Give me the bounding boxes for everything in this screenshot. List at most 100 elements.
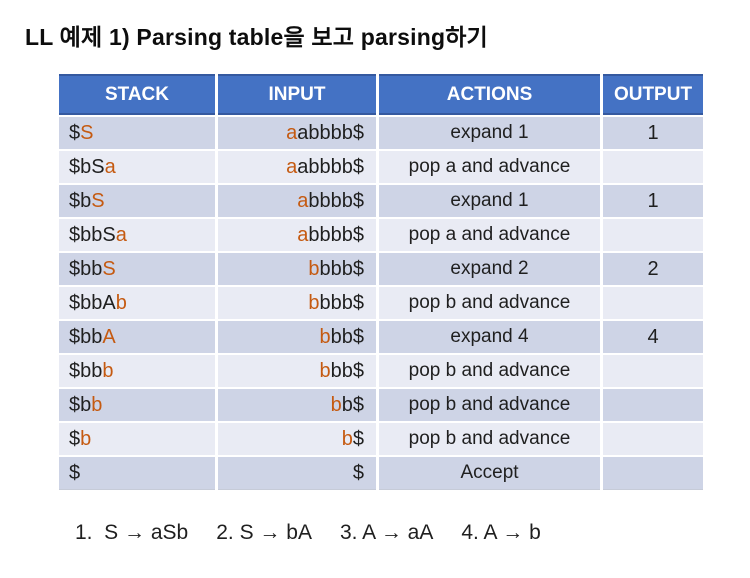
stack-cell: $bSa <box>59 151 215 183</box>
input-cell: bbbb$ <box>218 253 376 285</box>
input-remaining: b$ <box>341 393 364 416</box>
column-header-actions: ACTIONS <box>379 74 600 115</box>
stack-cell: $bbSa <box>59 219 215 251</box>
stack-symbols: $bbA <box>69 291 116 314</box>
action-cell: pop a and advance <box>379 219 600 251</box>
action-cell: pop b and advance <box>379 355 600 387</box>
stack-top-symbol: A <box>102 325 116 348</box>
table-row: $bbSa abbbb$ pop a and advance <box>59 219 703 251</box>
table-row: $bSa aabbbb$ pop a and advance <box>59 151 703 183</box>
column-header-input: INPUT <box>218 74 376 115</box>
table-row: $b b$ pop b and advance <box>59 423 703 455</box>
input-current-symbol: a <box>297 189 309 212</box>
grammar-rule-4: 4. A → b <box>461 521 541 544</box>
stack-symbols: $b <box>69 393 92 416</box>
stack-cell: $bbAb <box>59 287 215 319</box>
input-current-symbol: a <box>286 121 298 144</box>
input-cell: aabbbb$ <box>218 151 376 183</box>
input-cell: bbbb$ <box>218 287 376 319</box>
stack-top-symbol: a <box>104 155 116 178</box>
stack-cell: $b <box>59 423 215 455</box>
stack-cell: $ <box>59 457 215 490</box>
stack-symbols: $bb <box>69 359 103 382</box>
input-remaining: abbbb$ <box>297 121 364 144</box>
input-cell: b$ <box>218 423 376 455</box>
output-cell <box>603 389 703 421</box>
stack-symbols: $ <box>69 461 81 484</box>
action-cell: expand 1 <box>379 185 600 217</box>
column-header-output: OUTPUT <box>603 74 703 115</box>
stack-cell: $bbb <box>59 355 215 387</box>
action-cell: pop a and advance <box>379 151 600 183</box>
table-row: $bbAb bbbb$ pop b and advance <box>59 287 703 319</box>
grammar-rule-2: 2. S → bA <box>216 521 312 544</box>
stack-top-symbol: S <box>80 121 94 144</box>
input-remaining: bb$ <box>330 359 364 382</box>
stack-top-symbol: b <box>102 359 114 382</box>
stack-top-symbol: S <box>91 189 105 212</box>
stack-cell: $bbA <box>59 321 215 353</box>
stack-cell: $bbS <box>59 253 215 285</box>
output-cell <box>603 423 703 455</box>
output-cell: 1 <box>603 185 703 217</box>
table-row: $ $ Accept <box>59 457 703 490</box>
action-cell: Accept <box>379 457 600 490</box>
input-current-symbol: b <box>319 325 331 348</box>
input-current-symbol: a <box>297 223 309 246</box>
input-remaining: $ <box>352 461 364 484</box>
input-current-symbol: b <box>308 257 320 280</box>
output-cell: 4 <box>603 321 703 353</box>
stack-cell: $bS <box>59 185 215 217</box>
output-cell <box>603 457 703 490</box>
input-remaining: bbb$ <box>319 291 365 314</box>
input-cell: bb$ <box>218 389 376 421</box>
stack-top-symbol: S <box>102 257 116 280</box>
input-remaining: bbbb$ <box>308 189 364 212</box>
table-row: $bbS bbbb$ expand 2 2 <box>59 253 703 285</box>
stack-cell: $S <box>59 117 215 149</box>
output-cell <box>603 287 703 319</box>
table-row: $bbA bbb$ expand 4 4 <box>59 321 703 353</box>
input-current-symbol: b <box>330 393 342 416</box>
stack-symbols: $bbS <box>69 223 116 246</box>
input-remaining: $ <box>352 427 364 450</box>
input-cell: aabbbb$ <box>218 117 376 149</box>
stack-top-symbol: b <box>115 291 127 314</box>
output-cell: 2 <box>603 253 703 285</box>
action-cell: expand 1 <box>379 117 600 149</box>
input-remaining: abbbb$ <box>297 155 364 178</box>
input-remaining: bbbb$ <box>308 223 364 246</box>
input-current-symbol: b <box>308 291 320 314</box>
input-cell: $ <box>218 457 376 490</box>
stack-symbols: $b <box>69 189 92 212</box>
input-cell: abbbb$ <box>218 185 376 217</box>
stack-symbols: $bS <box>69 155 105 178</box>
action-cell: expand 4 <box>379 321 600 353</box>
input-remaining: bb$ <box>330 325 364 348</box>
grammar-rule-3: 3. A → aA <box>339 521 434 544</box>
stack-top-symbol: b <box>91 393 103 416</box>
output-cell <box>603 151 703 183</box>
table-header-row: STACK INPUT ACTIONS OUTPUT <box>59 74 703 115</box>
table-row: $S aabbbb$ expand 1 1 <box>59 117 703 149</box>
grammar-rule-1: 1. S → aSb <box>75 521 189 544</box>
stack-symbols: $ <box>69 427 81 450</box>
table-row: $bbb bbb$ pop b and advance <box>59 355 703 387</box>
input-current-symbol: b <box>319 359 331 382</box>
input-current-symbol: a <box>286 155 298 178</box>
output-cell <box>603 355 703 387</box>
input-remaining: bbb$ <box>319 257 365 280</box>
stack-symbols: $bb <box>69 325 103 348</box>
action-cell: pop b and advance <box>379 287 600 319</box>
parsing-trace-table: STACK INPUT ACTIONS OUTPUT $S aabbbb$ ex… <box>56 72 706 492</box>
stack-cell: $bb <box>59 389 215 421</box>
input-current-symbol: b <box>341 427 353 450</box>
column-header-stack: STACK <box>59 74 215 115</box>
stack-top-symbol: a <box>115 223 127 246</box>
page-title: LL 예제 1) Parsing table을 보고 parsing하기 <box>25 24 488 50</box>
input-cell: bbb$ <box>218 321 376 353</box>
input-cell: bbb$ <box>218 355 376 387</box>
stack-symbols: $ <box>69 121 81 144</box>
action-cell: pop b and advance <box>379 389 600 421</box>
action-cell: pop b and advance <box>379 423 600 455</box>
